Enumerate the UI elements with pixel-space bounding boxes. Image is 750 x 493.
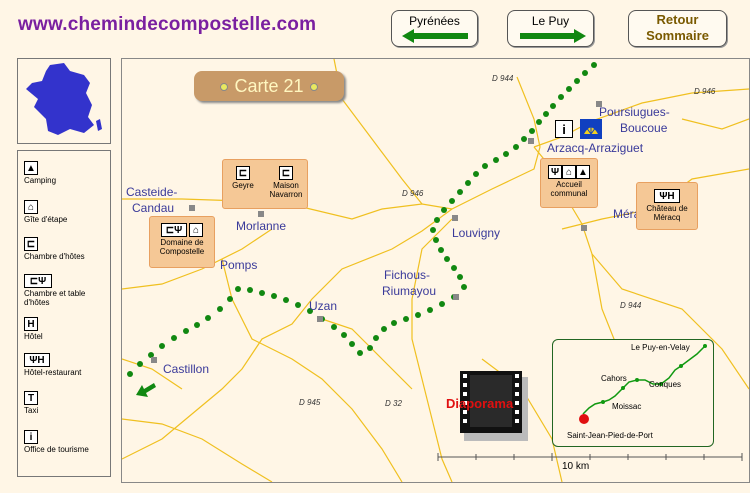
- hotel-icon: H: [24, 317, 38, 331]
- town-uzan: Uzan: [309, 299, 338, 313]
- main-map: Carte 21 D 944 D 946 D 946 D 944 D 945 D…: [121, 58, 750, 483]
- legend-chambre-table: ⊏Ψ Chambre et table d'hôtes: [24, 274, 86, 307]
- chambre-table-icon: ⊏Ψ: [161, 223, 187, 237]
- chambre-hotes-icon: ⊏: [236, 166, 250, 180]
- legend-taxi: T Taxi: [24, 391, 39, 415]
- inset-saint-jean: Saint-Jean-Pied-de-Port: [567, 431, 653, 440]
- prev-map-label: Pyrénées: [409, 14, 460, 28]
- road-d946-right: D 946: [694, 87, 716, 96]
- hotel-restaurant-icon: ΨH: [24, 353, 50, 367]
- town-poursiugues: Poursiugues-: [599, 105, 670, 119]
- retour-sommaire-button[interactable]: Retour Sommaire: [628, 10, 727, 47]
- card-chateau-meracq[interactable]: ΨH Château de Méracq: [636, 182, 698, 230]
- town-pomps: Pomps: [220, 258, 258, 272]
- retour-line2: Sommaire: [646, 28, 709, 43]
- film-reel-icon: [460, 371, 528, 441]
- tourism-office-icon: i: [24, 430, 38, 444]
- prev-map-button[interactable]: Pyrénées: [391, 10, 478, 47]
- town-castillon: Castillon: [163, 362, 210, 376]
- town-casteide: Casteide-: [126, 185, 178, 199]
- inset-route-layer: [579, 344, 707, 424]
- exit-arrow-icon: [136, 383, 156, 397]
- tourism-office-marker[interactable]: i: [554, 119, 574, 139]
- next-map-button[interactable]: Le Puy: [507, 10, 594, 47]
- chambre-table-icon: ⊏Ψ: [24, 274, 52, 288]
- arrow-left-icon: [402, 29, 468, 43]
- map-title: Carte 21: [194, 71, 344, 101]
- bullet-icon: [220, 83, 229, 92]
- scale-label: 10 km: [562, 461, 590, 472]
- card-accueil-communal[interactable]: Ψ⌂▲ Accueil communal: [540, 158, 598, 208]
- town-louvigny: Louvigny: [452, 226, 501, 240]
- road-d946-mid: D 946: [402, 189, 424, 198]
- tourism-office-icon: i: [555, 120, 573, 138]
- hotel-restaurant-icon: ΨH: [654, 189, 680, 203]
- card-domaine-compostelle[interactable]: ⊏Ψ⌂ Domaine de Compostelle: [149, 216, 215, 268]
- legend-hotel: H Hôtel: [24, 317, 43, 341]
- inset-le-puy: Le Puy-en-Velay: [631, 343, 690, 352]
- town-candau: Candau: [132, 201, 175, 215]
- legend-camping: ▲ Camping: [24, 161, 57, 185]
- legend-gite: ⌂ Gîte d'étape: [24, 200, 68, 224]
- town-boucoue: Boucoue: [620, 121, 668, 135]
- scallop-shell-icon: [580, 119, 602, 139]
- france-map-box: [17, 58, 111, 144]
- legend-hotel-restaurant: ΨH Hôtel-restaurant: [24, 353, 82, 377]
- town-arzacq: Arzacq-Arraziguet: [547, 141, 644, 155]
- chambre-hotes-icon: ⊏: [24, 237, 38, 251]
- france-map-icon: [26, 63, 102, 135]
- chambre-hotes-icon: ⊏: [279, 166, 293, 180]
- inset-moissac: Moissac: [612, 402, 642, 411]
- inset-cahors: Cahors: [601, 374, 627, 383]
- next-map-label: Le Puy: [531, 14, 570, 28]
- diaporama-button[interactable]: Diaporama: [446, 369, 534, 441]
- inset-conques: Conques: [649, 380, 682, 389]
- camping-icon: ▲: [24, 161, 38, 175]
- road-d945: D 945: [299, 398, 321, 407]
- gite-icon: ⌂: [189, 223, 203, 237]
- road-d32: D 32: [385, 399, 402, 408]
- legend-chambre-hotes: ⊏ Chambre d'hôtes: [24, 237, 85, 261]
- gite-icon: ⌂: [562, 165, 576, 179]
- gite-icon: ⌂: [24, 200, 38, 214]
- bullet-icon: [309, 83, 318, 92]
- retour-line1: Retour: [656, 12, 699, 27]
- legend-office-tourisme: i Office de tourisme: [24, 430, 89, 454]
- arrow-right-icon: [520, 29, 586, 43]
- road-d944-right: D 944: [620, 301, 642, 310]
- diaporama-label: Diaporama: [446, 396, 514, 411]
- site-url[interactable]: www.chemindecompostelle.com: [18, 14, 317, 35]
- camping-icon: ▲: [576, 165, 590, 179]
- restaurant-icon: Ψ: [548, 165, 562, 179]
- taxi-icon: T: [24, 391, 38, 405]
- card-geyre-maison[interactable]: ⊏ Geyre ⊏ Maison Navarron: [222, 159, 308, 209]
- town-fichous: Fichous-: [384, 268, 431, 282]
- legend-panel: ▲ Camping ⌂ Gîte d'étape ⊏ Chambre d'hôt…: [17, 150, 111, 477]
- town-riumayou: Riumayou: [382, 284, 437, 298]
- town-morlanne: Morlanne: [236, 219, 287, 233]
- road-d944-top: D 944: [492, 74, 514, 83]
- inset-map: Le Puy-en-Velay Cahors Conques Moissac S…: [552, 339, 714, 447]
